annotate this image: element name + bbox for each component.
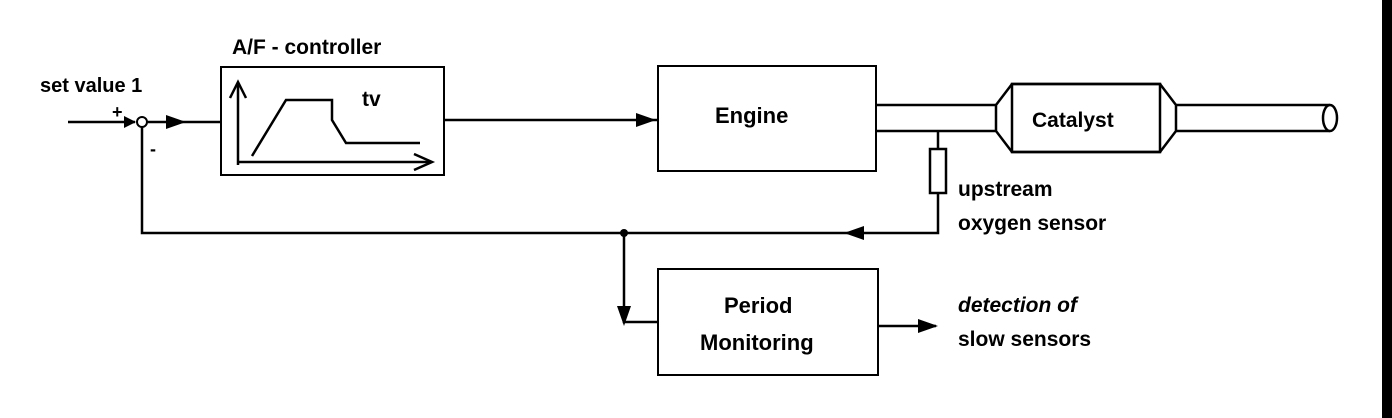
catalyst-block — [1010, 82, 1162, 154]
controller-title: A/F - controller — [232, 36, 381, 59]
tailpipe-end — [1321, 103, 1339, 133]
minus-sign: - — [150, 139, 156, 159]
feedback-arrow — [844, 226, 864, 240]
junction-arrow-head — [166, 115, 186, 129]
sensor-label-line1: upstream — [958, 178, 1053, 201]
scan-edge — [1382, 0, 1392, 418]
sensor-label-line2: oxygen sensor — [958, 212, 1106, 235]
plot-x-axis-arrow — [413, 152, 436, 172]
output-label-line1: detection of — [958, 294, 1079, 317]
catalyst-label: Catalyst — [1032, 109, 1114, 132]
controller-to-engine-arrow — [636, 113, 656, 127]
upstream-oxygen-sensor — [928, 147, 948, 195]
engine-block — [657, 65, 877, 172]
plus-sign: + — [112, 102, 123, 122]
plot-response-curve — [250, 98, 420, 157]
set-value-label: set value 1 — [40, 75, 142, 97]
output-arrow — [918, 319, 938, 333]
controller-tv-label: tv — [362, 88, 381, 111]
summing-junction — [136, 116, 148, 128]
monitoring-label-line1: Period — [724, 293, 792, 318]
output-label-line2: slow sensors — [958, 328, 1091, 351]
feedback-line — [140, 127, 940, 235]
branch-arrow — [617, 306, 631, 326]
monitoring-label-line2: Monitoring — [700, 330, 814, 355]
plot-y-axis-arrow — [228, 79, 248, 99]
period-monitoring-block — [657, 268, 879, 376]
engine-label: Engine — [715, 103, 788, 128]
